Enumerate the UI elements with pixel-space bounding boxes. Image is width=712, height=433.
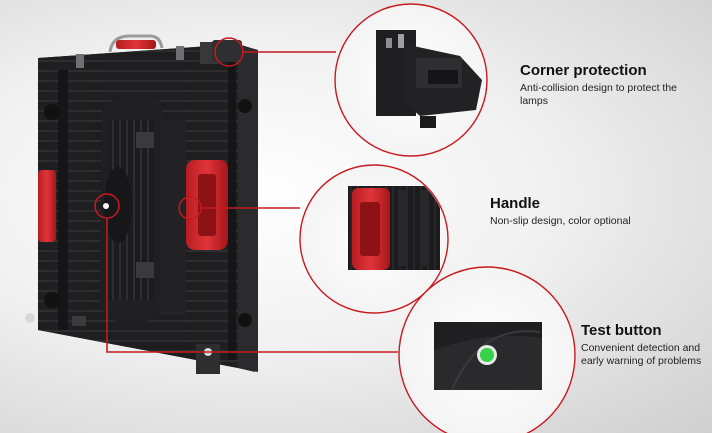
zoom-test-button	[398, 266, 576, 433]
test-button-dot	[480, 348, 494, 362]
feature-title: Corner protection	[520, 62, 647, 79]
feature-test-button: Test button Convenient detection and ear…	[581, 322, 711, 368]
feature-description: Non-slip design, color optional	[490, 215, 631, 227]
feature-title: Handle	[490, 195, 541, 212]
led-cabinet	[25, 34, 258, 374]
feature-description: Anti-collision design to protect the lam…	[520, 82, 678, 107]
zoom-handle	[299, 164, 449, 314]
feature-handle: Handle Non-slip design, color optional	[490, 195, 690, 228]
feature-corner-protection: Corner protection Anti-collision design …	[520, 62, 705, 108]
feature-title: Test button	[581, 322, 662, 339]
zoom-corner-protection	[334, 3, 488, 157]
feature-description: Convenient detection and early warning o…	[581, 342, 702, 367]
leader-lines	[106, 51, 398, 353]
